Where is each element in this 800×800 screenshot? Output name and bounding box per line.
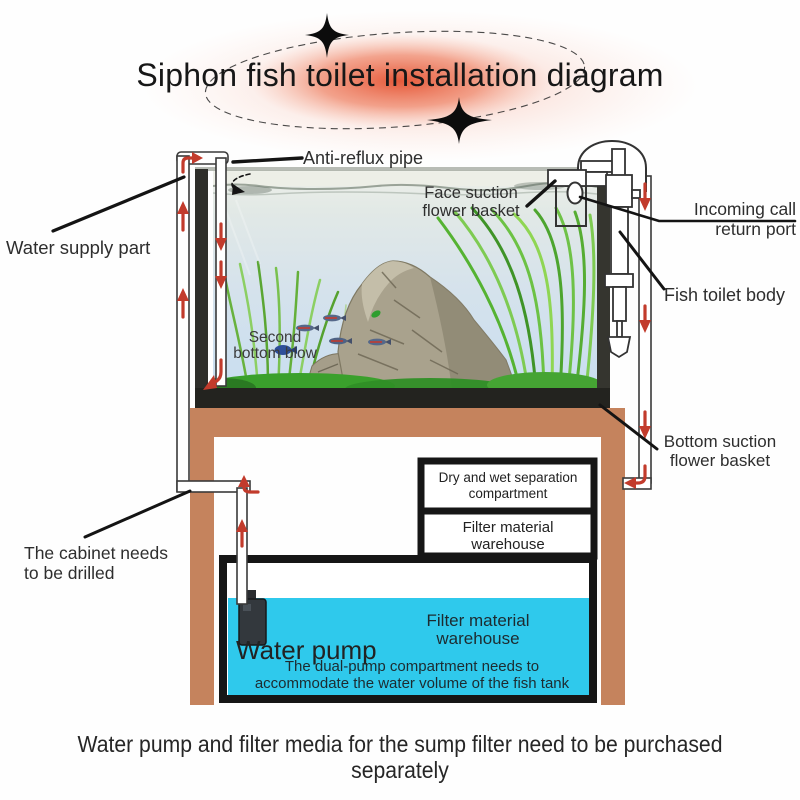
water-pump-graphic — [238, 590, 267, 646]
tank-illustration — [213, 170, 597, 390]
label-anti-reflux-pipe: Anti-reflux pipe — [303, 148, 424, 168]
leader-lines — [51, 156, 797, 539]
footer-note: Water pump and filter media for the sump… — [77, 731, 723, 783]
flow-arrows — [177, 152, 651, 548]
label-face-suction-basket: Face suction flower basket — [422, 184, 520, 220]
sump-water — [228, 598, 589, 695]
title-glow — [140, 10, 700, 162]
leader-face-suction — [525, 179, 557, 208]
label-bottom-suction-basket: Bottom suction flower basket — [663, 432, 777, 470]
label-cabinet-drill: The cabinet needs to be drilled — [24, 543, 168, 583]
leader-bottom-suction — [598, 403, 659, 451]
leader-fish-toilet-body — [618, 230, 666, 291]
fish-tank — [195, 167, 610, 408]
anti-reflux-dashed-line — [231, 173, 251, 191]
leader-cabinet-drill — [83, 489, 192, 539]
label-fish-toilet-body: Fish toilet body — [664, 285, 786, 305]
page-title: Siphon fish toilet installation diagram — [136, 57, 664, 93]
label-water-supply-part: Water supply part — [6, 237, 151, 258]
fish-toilet-device — [547, 148, 641, 359]
label-dual-pump-note: The dual-pump compartment needs to accom… — [254, 658, 570, 692]
label-water-pump: Water pump — [236, 635, 377, 665]
leader-incoming-return — [578, 195, 797, 223]
label-filter-warehouse-sump: Filter material warehouse — [426, 611, 530, 648]
filter-box — [417, 507, 598, 560]
sump-filter-assembly — [219, 457, 598, 703]
label-second-bottom-blow: Second bottom blow — [233, 329, 317, 362]
label-dry-wet-compartment: Dry and wet separation compartment — [438, 470, 578, 501]
cabinet — [190, 408, 625, 705]
title-ellipse-outline — [204, 30, 586, 130]
leader-anti-reflux — [231, 156, 304, 164]
label-incoming-return-port: Incoming call return port — [693, 199, 796, 239]
aquarium-fish — [274, 310, 391, 355]
return-port — [566, 181, 584, 205]
leader-water-supply — [51, 175, 186, 233]
label-filter-warehouse-upper: Filter material warehouse — [462, 519, 554, 553]
sparkle-icon — [427, 97, 492, 144]
sparkle-icon — [305, 13, 349, 58]
